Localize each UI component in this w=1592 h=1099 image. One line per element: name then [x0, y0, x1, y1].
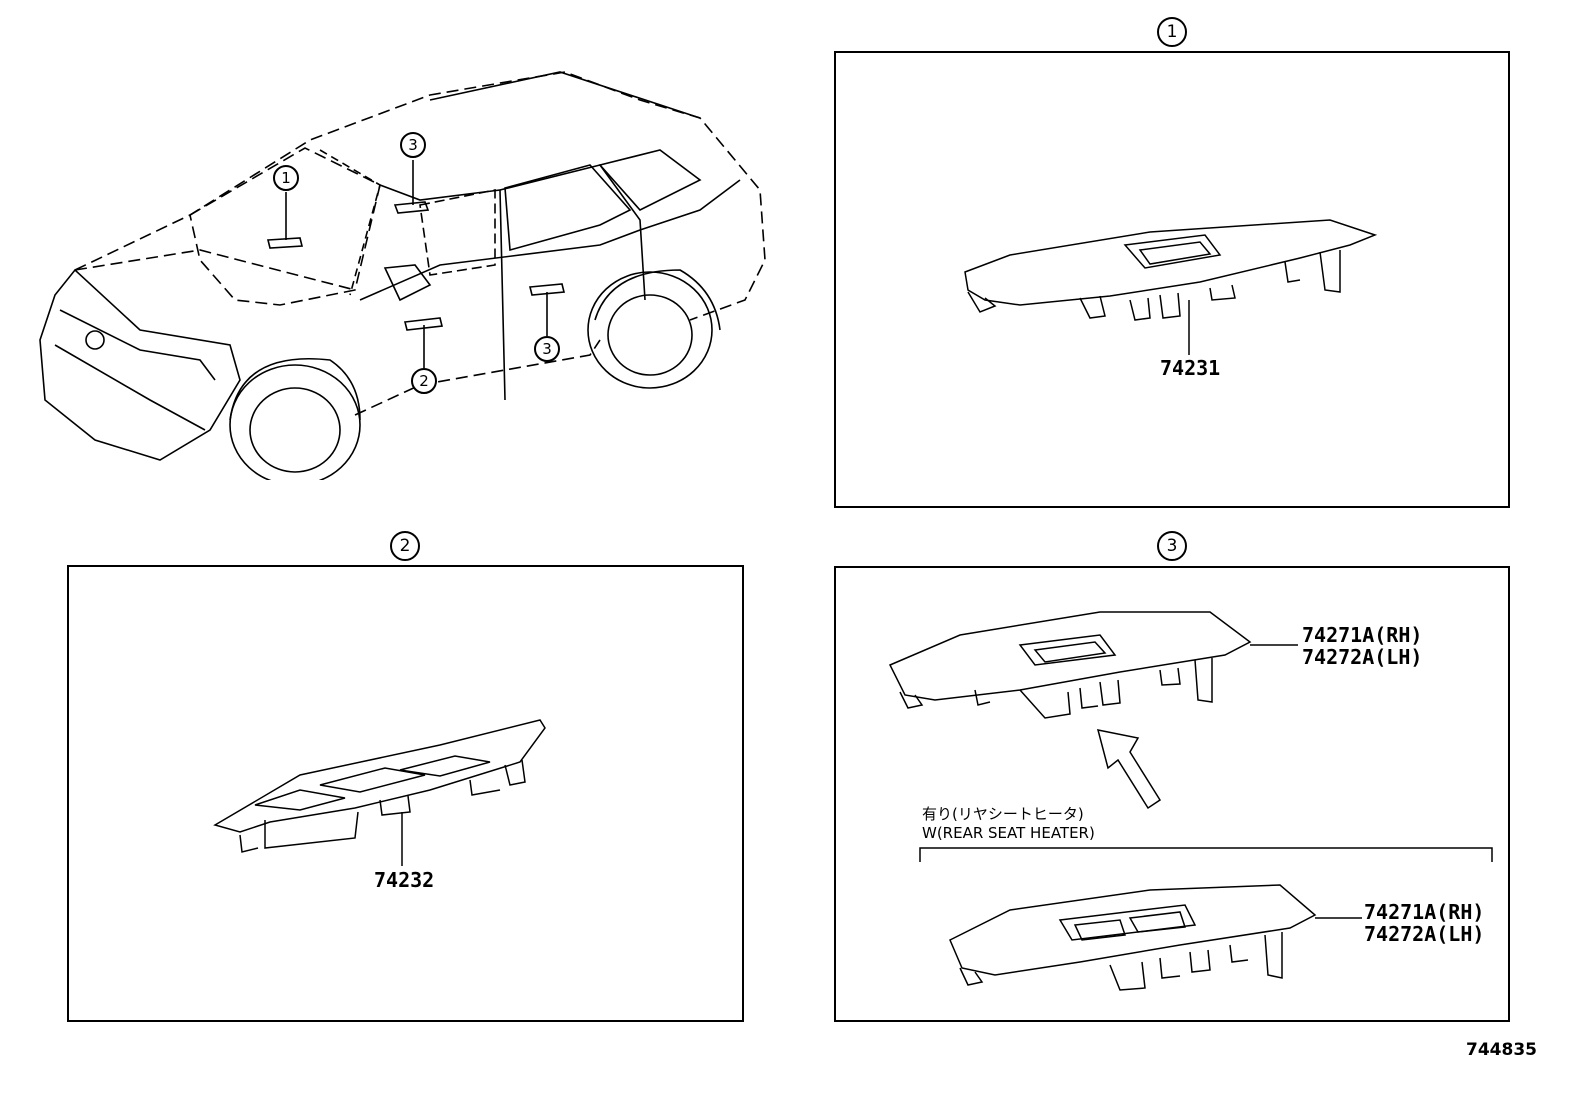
car-callout-1: 1	[273, 165, 299, 191]
vehicle-rear-quarter-window	[598, 149, 702, 211]
vehicle-windshield-outline	[189, 147, 381, 306]
vehicle-front-grille	[54, 344, 206, 431]
condition-note-en: W(REAR SEAT HEATER)	[922, 824, 1095, 842]
vehicle-roof-outline	[74, 71, 766, 321]
view-arrow	[1096, 729, 1162, 810]
vehicle-side-lower	[354, 339, 601, 416]
panel-3-callout: 3	[1157, 531, 1187, 561]
condition-note-jp: 有り(リヤシートヒータ)	[922, 805, 1084, 823]
vehicle-door-line-rear	[499, 164, 646, 301]
vehicle-pillar	[319, 149, 381, 296]
panel-1-callout: 1	[1157, 17, 1187, 47]
vehicle-rear-wheel-inner	[607, 294, 693, 376]
diagram-id: 744835	[1466, 1040, 1537, 1060]
vehicle-rear-wheel-arch	[594, 269, 721, 331]
panel-3	[834, 566, 1510, 1022]
upper-switch-body	[888, 611, 1252, 701]
car-callout-3-front: 3	[400, 132, 426, 158]
switch-location-3-side	[528, 283, 566, 296]
switch-location-2	[404, 317, 443, 331]
panel-1-switch-drawing	[964, 219, 1378, 355]
vehicle-headlight	[59, 309, 216, 381]
panel-2-switch-drawing	[213, 719, 546, 866]
vehicle-front-wheel-outer	[229, 364, 361, 480]
vehicle-side-mirror	[383, 264, 432, 302]
car-callout-2: 2	[411, 368, 437, 394]
switch-location-1	[266, 237, 304, 249]
car-callout-3-side: 3	[534, 336, 560, 362]
panel-2	[67, 565, 744, 1022]
vehicle-side-window-rear	[504, 164, 632, 252]
switch-location-3-front	[393, 201, 430, 214]
vehicle-door-line-front	[379, 184, 506, 401]
condition-bracket	[919, 847, 1493, 862]
vehicle-illustration	[39, 71, 766, 480]
panel-3-lower-lh-part: 74272A(LH)	[1364, 922, 1485, 946]
panel-3-lower-rh-part: 74271A(RH)	[1364, 900, 1485, 924]
panel-1-part-number: 74231	[1160, 356, 1221, 380]
vehicle-front-wheel-arch	[229, 358, 361, 421]
vehicle-side-window-front	[419, 189, 496, 276]
panel-2-part-number: 74232	[374, 868, 435, 892]
vehicle-front-fascia	[39, 268, 241, 461]
vehicle-front-wheel-inner	[249, 387, 341, 473]
panel-3-upper-rh-part: 74271A(RH)	[1302, 623, 1423, 647]
panel-1	[834, 51, 1510, 508]
panel-3-switch-drawing	[888, 611, 1493, 991]
vehicle-hood	[74, 249, 356, 291]
lower-switch-body	[949, 884, 1317, 976]
panel-2-callout: 2	[390, 531, 420, 561]
vehicle-roof-rail	[429, 71, 701, 119]
panel-3-upper-lh-part: 74272A(LH)	[1302, 645, 1423, 669]
vehicle-emblem	[85, 330, 105, 350]
vehicle-side-body	[359, 179, 741, 301]
